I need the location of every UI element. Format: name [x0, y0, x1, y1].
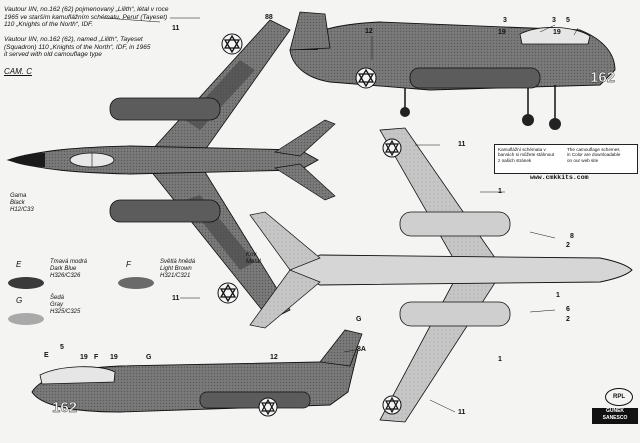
- callout-2b: 2: [566, 316, 570, 323]
- download-notice-english: The camouflage schemes in Color are down…: [567, 147, 621, 163]
- callout-1a: 1: [498, 188, 502, 195]
- swatch-letter-g: G: [16, 296, 23, 305]
- description-english-line: (Squadron) 110 „Knights of the North“, I…: [4, 43, 151, 51]
- swatch-gray: [8, 313, 44, 325]
- description-czech-line: Vautour IIN, no.162 (62) pojmenovaný „Li…: [4, 6, 169, 13]
- swatch-letter-e: E: [16, 260, 22, 269]
- callout-leader-lines: [103, 17, 579, 413]
- tag-gama-black: Gama Black H12/C33: [10, 193, 34, 214]
- callout-3: 3: [503, 17, 507, 24]
- callout-5b: 5: [60, 344, 64, 351]
- sanesco-logo: GUNEK SANESCO: [592, 408, 638, 424]
- swatch-dark-blue: [8, 277, 44, 289]
- swatch-label-g: Šedá Gray H325/C325: [50, 295, 81, 315]
- callout-19b: 19: [553, 29, 561, 36]
- website-link[interactable]: www.cmkkits.com: [530, 174, 589, 181]
- callout-12b: 12: [270, 354, 278, 361]
- tail-number-top: 162: [590, 69, 615, 86]
- callout-g: G: [356, 316, 362, 323]
- tag-line: Gama: [10, 193, 27, 199]
- callout-f: F: [94, 354, 99, 361]
- callout-19: 19: [498, 29, 506, 36]
- description-english-line: Vautour IIN, no.162 (62), named „Lilith“…: [4, 36, 143, 43]
- callout-5: 5: [566, 17, 570, 24]
- side-view-aircraft-top: 162: [289, 11, 616, 130]
- callout-3b: 3: [552, 17, 556, 24]
- callout-12: 12: [365, 28, 373, 35]
- cam-label: CAM. C: [4, 67, 32, 76]
- tag-line: H12/C33: [10, 207, 34, 213]
- description-czech: Vautour IIN, no.162 (62) pojmenovaný „Li…: [4, 6, 169, 29]
- swatch-label-f: Světlá hnědá Light Brown H321/C321: [160, 259, 196, 279]
- callout-11c: 11: [458, 409, 466, 416]
- swatch-light-brown: [118, 277, 154, 289]
- download-notice-box: Kamuflážní schémata v barvách si můžete …: [494, 144, 638, 174]
- callout-19c: 19: [80, 354, 88, 361]
- side-view-aircraft-bottom: 162: [31, 329, 363, 417]
- callout-11a: 11: [172, 25, 180, 32]
- callout-6: 6: [566, 306, 570, 313]
- callout-19d: 19: [110, 354, 118, 361]
- description-czech-line: 1965 ve starším kamuflážním schématu. Pe…: [4, 13, 168, 21]
- description-english-line: it served with old camouflage type: [4, 51, 102, 59]
- download-notice-czech: Kamuflážní schémata v barvách si můžete …: [498, 147, 555, 163]
- callout-1c: 1: [498, 356, 502, 363]
- callout-11d: 11: [172, 295, 180, 302]
- tag-line: Kov: [246, 252, 257, 258]
- callout-8: 8: [570, 233, 574, 240]
- callout-g-bottom: G: [146, 354, 152, 361]
- callout-88: 88: [265, 14, 273, 21]
- swatch-label-e: Tmavá modrá Dark Blue H326/C326: [50, 259, 88, 279]
- rpl-logo: RPL: [605, 388, 633, 406]
- swatch-letter-f: F: [126, 260, 131, 269]
- callout-8a: 8A: [357, 346, 366, 353]
- callout-2: 2: [566, 242, 570, 249]
- callout-e: E: [44, 352, 49, 359]
- description-czech-line: 110 „Knights of the North“, IDF.: [4, 21, 93, 29]
- tail-number-bottom: 162: [52, 399, 77, 416]
- tag-kov-metal: Kov Metal: [246, 252, 261, 266]
- callout-1b: 1: [556, 292, 560, 299]
- top-view-aircraft: [6, 19, 336, 321]
- callout-11b: 11: [458, 141, 466, 148]
- bottom-view-aircraft: [249, 127, 633, 423]
- description-english: Vautour IIN, no.162 (62), named „Lilith“…: [4, 36, 150, 59]
- tag-line: Black: [10, 200, 25, 206]
- tag-line: Metal: [246, 259, 261, 265]
